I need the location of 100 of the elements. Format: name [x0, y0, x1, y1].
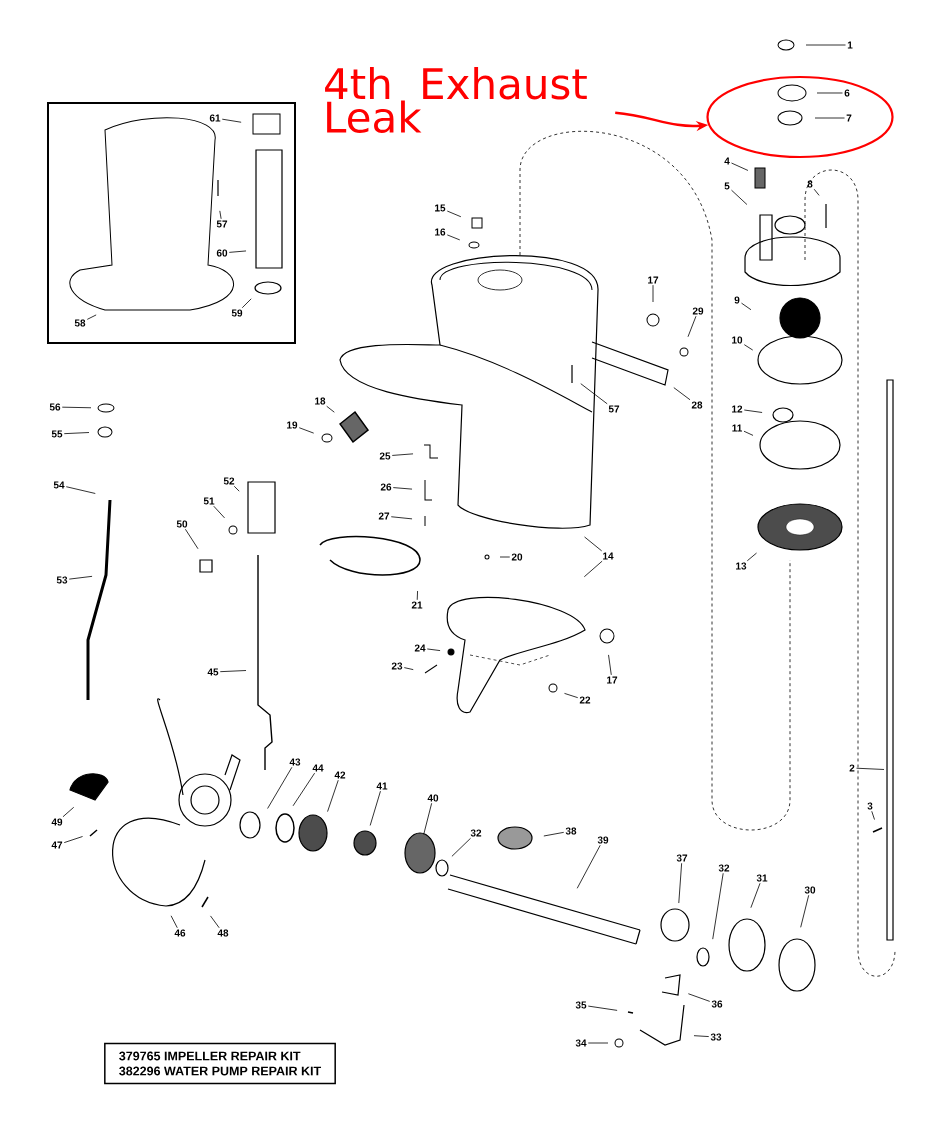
leader-line	[416, 590, 418, 601]
callout-number: 52	[223, 477, 235, 485]
callout-number: 18	[315, 397, 326, 405]
callout-number: 57	[608, 405, 620, 413]
leader-line	[587, 1005, 618, 1011]
callout-number: 58	[74, 319, 86, 327]
leader-line	[61, 406, 92, 409]
leader-line	[871, 810, 875, 820]
leader-line	[800, 894, 810, 928]
leader-line	[213, 505, 225, 519]
annotation-text: 4th Exhaust Leak	[325, 67, 587, 133]
callout-number: 60	[216, 249, 228, 257]
leader-line	[856, 767, 885, 770]
leader-line	[743, 344, 754, 351]
leader-line	[63, 432, 90, 435]
leader-line	[392, 487, 413, 490]
callout-number: 32	[470, 829, 482, 837]
leader-line	[391, 453, 414, 456]
leader-line	[326, 405, 335, 413]
leader-line	[712, 872, 724, 940]
leader-line	[583, 560, 603, 578]
callout-number: 51	[203, 497, 215, 505]
leader-line	[228, 250, 247, 253]
callout-number: 37	[676, 854, 688, 862]
leader-line	[62, 806, 75, 818]
leader-line	[814, 117, 845, 119]
leader-line	[292, 772, 315, 807]
leader-line	[210, 915, 220, 929]
callout-number: 28	[691, 401, 703, 409]
leader-line	[743, 409, 763, 413]
callout-number: 22	[579, 696, 591, 704]
leader-line	[608, 654, 612, 676]
kit-note-box: 379765 IMPELLER REPAIR KIT 382296 WATER PUMP REPAIR KIT	[104, 1042, 336, 1085]
callout-number: 48	[217, 929, 229, 937]
callout-number: 54	[53, 481, 65, 489]
leader-line	[750, 882, 761, 909]
callout-number: 8	[807, 180, 813, 188]
leader-line	[499, 556, 511, 558]
leader-line	[743, 430, 754, 436]
leader-line	[65, 486, 96, 494]
callout-number: 53	[56, 576, 68, 584]
callout-number: 35	[575, 1001, 587, 1009]
leader-line	[426, 648, 441, 651]
callout-number: 46	[174, 929, 186, 937]
leader-line	[390, 516, 413, 520]
callout-number: 38	[565, 827, 577, 835]
leader-line	[805, 44, 846, 46]
callout-number: 17	[607, 676, 618, 684]
callout-number: 9	[734, 296, 740, 304]
leader-line	[267, 766, 293, 809]
leader-line	[678, 862, 683, 904]
leader-line	[687, 993, 711, 1002]
leader-line	[813, 188, 820, 196]
leader-line	[673, 387, 691, 401]
callout-number: 6	[844, 89, 850, 97]
leader-line	[741, 302, 752, 311]
callout-number: 7	[846, 114, 852, 122]
callout-number: 30	[804, 886, 816, 894]
leader-line	[564, 693, 579, 699]
callout-number: 59	[231, 309, 243, 317]
callout-number: 41	[376, 782, 388, 790]
callout-number: 61	[209, 114, 221, 122]
callout-number: 45	[207, 668, 219, 676]
callout-number: 15	[435, 204, 446, 212]
callout-number: 50	[176, 520, 188, 528]
callout-number: 5	[724, 182, 730, 190]
callout-number: 25	[379, 452, 391, 460]
callout-number: 13	[736, 562, 747, 570]
leader-line	[731, 189, 748, 205]
leader-line	[446, 210, 462, 218]
callout-number: 44	[312, 764, 324, 772]
leader-line	[241, 298, 252, 309]
callout-number: 21	[411, 601, 423, 609]
callout-number: 26	[380, 483, 392, 491]
leader-line	[219, 670, 247, 673]
leader-line	[170, 915, 178, 929]
leader-line	[369, 790, 381, 826]
callout-number: 23	[391, 662, 403, 670]
leader-line	[584, 536, 603, 552]
leader-line	[543, 831, 565, 837]
callout-number: 27	[378, 512, 390, 520]
inset-frame	[47, 102, 296, 344]
callout-number: 43	[289, 758, 301, 766]
callout-number: 20	[511, 553, 523, 561]
leader-line	[580, 383, 608, 405]
leader-line	[687, 315, 697, 338]
callout-number: 2	[849, 764, 855, 772]
highlight-circle	[706, 75, 894, 159]
callout-number: 16	[435, 228, 446, 236]
callout-number: 3	[867, 802, 873, 810]
leader-line	[219, 210, 222, 220]
callout-number: 49	[51, 818, 63, 826]
callout-number: 31	[756, 874, 768, 882]
callout-number: 11	[732, 424, 742, 432]
callout-number: 57	[216, 220, 228, 228]
callout-number: 55	[51, 430, 63, 438]
leader-line	[446, 234, 461, 241]
leader-line	[68, 575, 93, 580]
leader-line	[652, 284, 654, 303]
leader-line	[587, 1042, 609, 1044]
